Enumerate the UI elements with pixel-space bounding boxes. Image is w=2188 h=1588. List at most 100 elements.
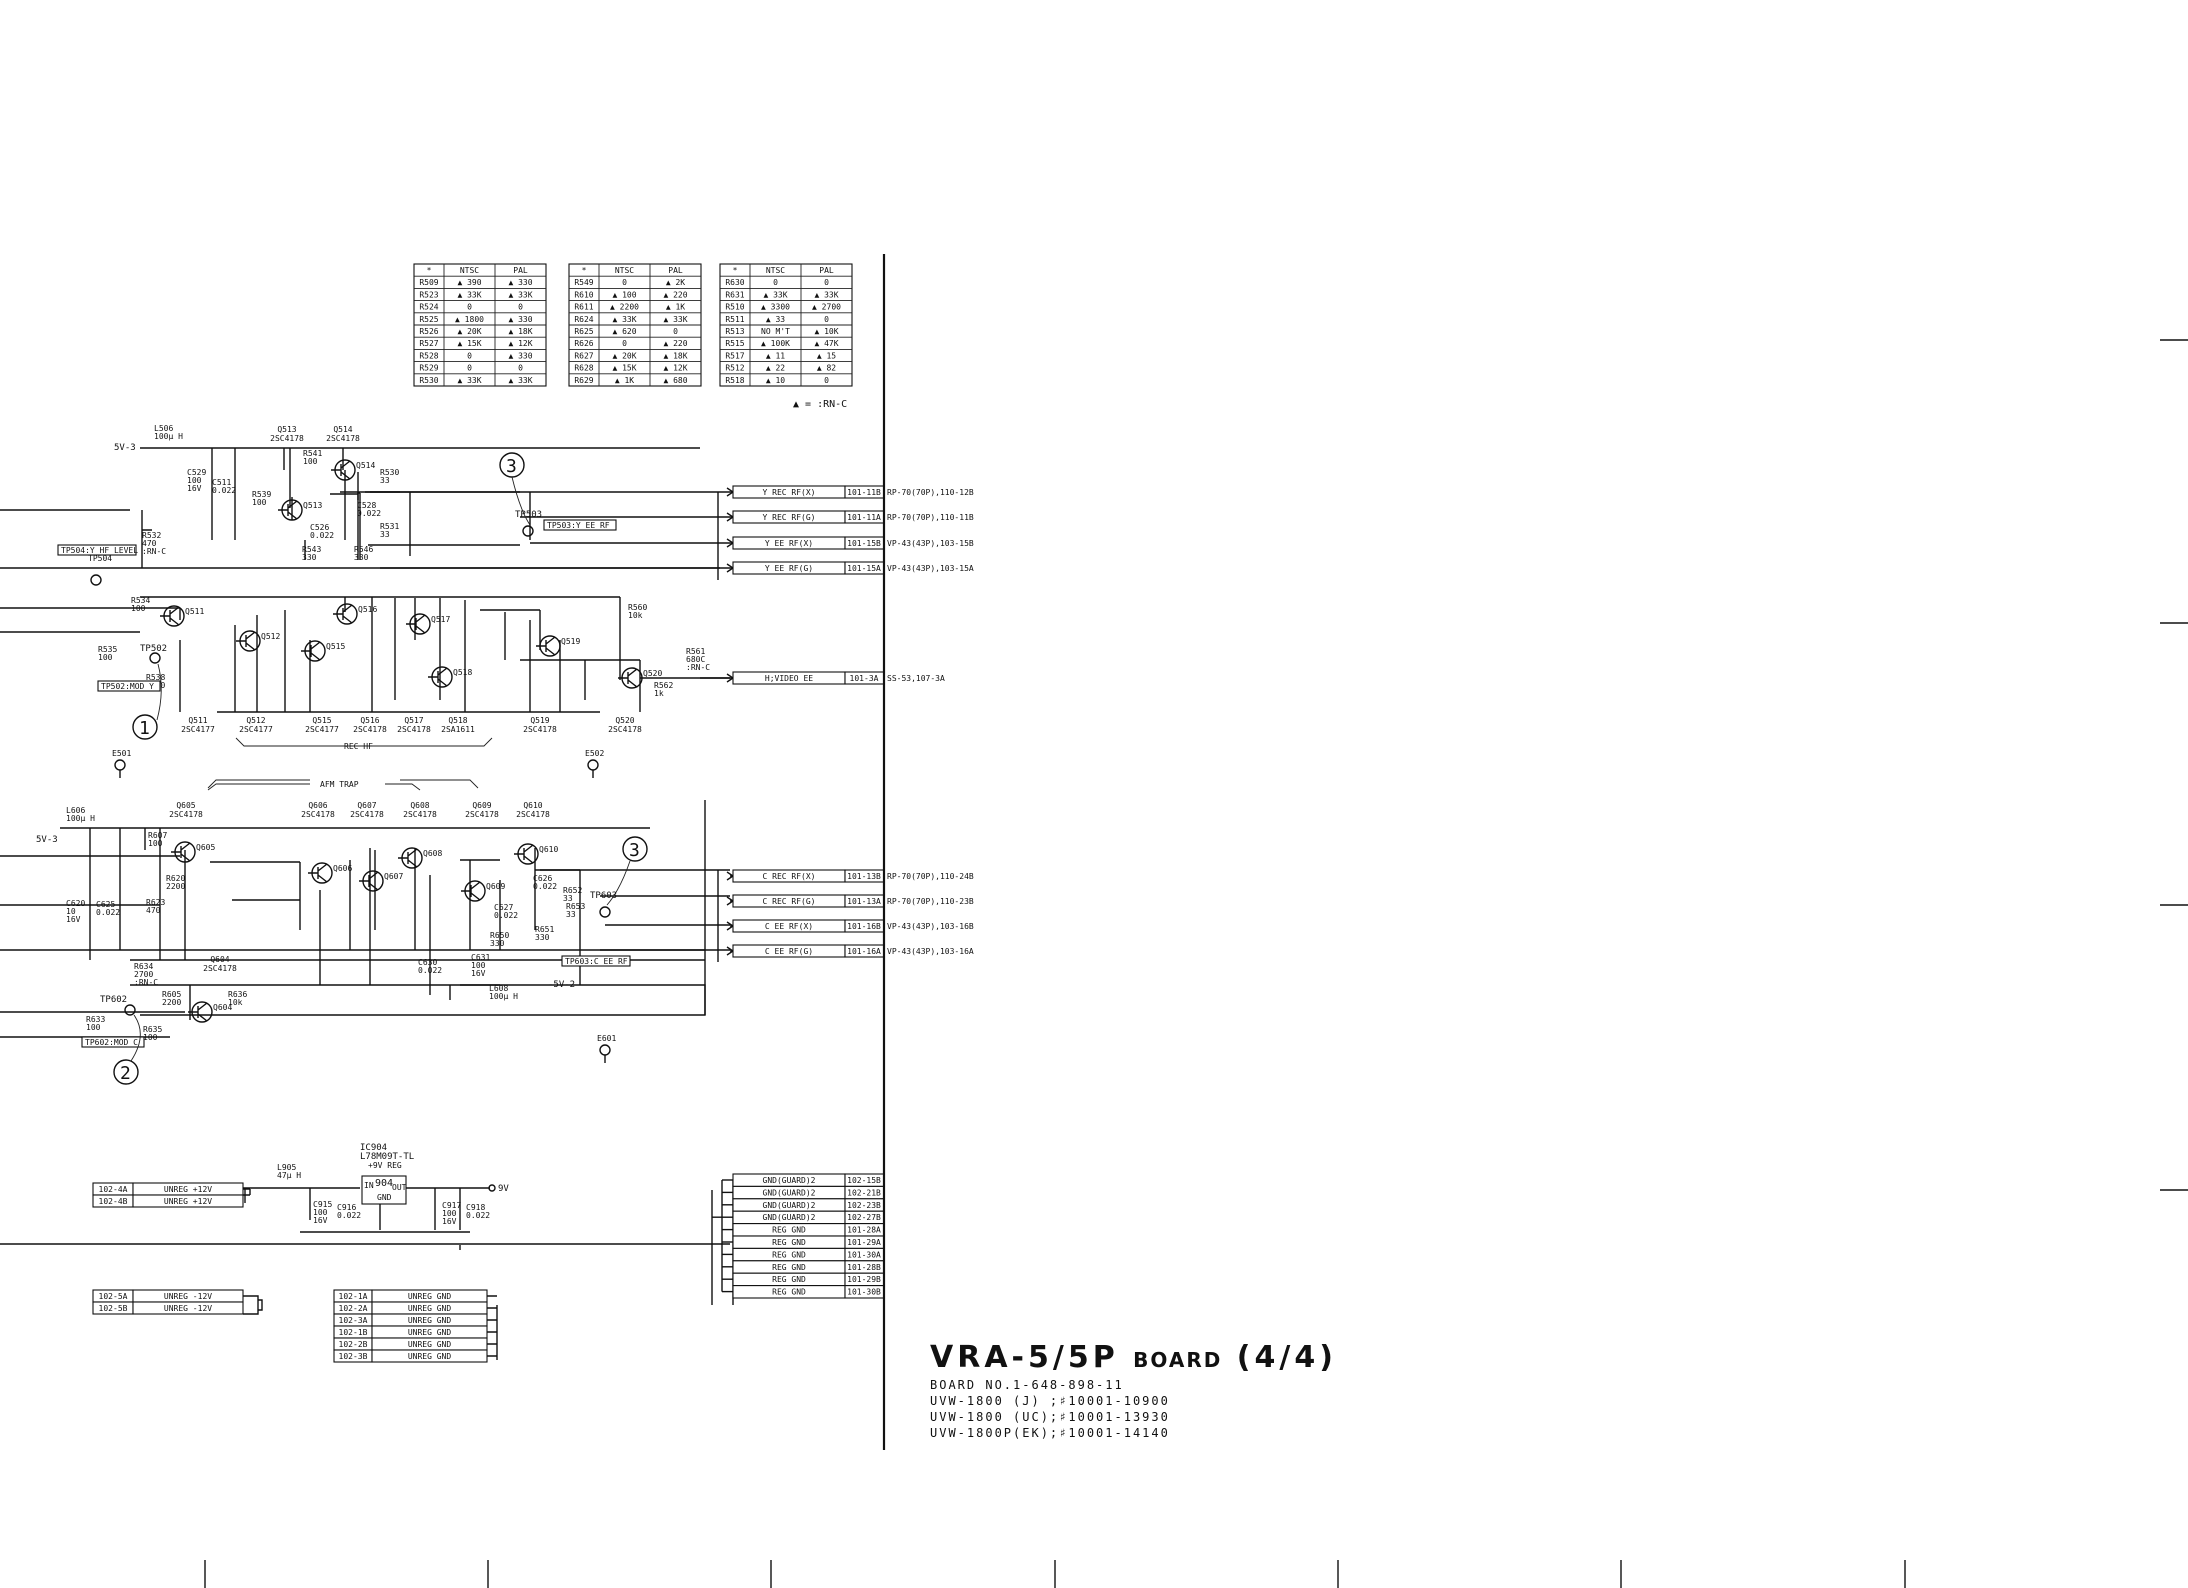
part-label-line: 0.022 — [96, 908, 120, 917]
transistor-ref: Q520 — [615, 716, 634, 725]
part-label-line: R546 — [354, 545, 373, 554]
power-pin: 102-4B — [99, 1197, 128, 1206]
part-label-line: C625 — [96, 900, 115, 909]
part-label-line: 100 — [313, 1208, 328, 1217]
part-label-line: 10 — [66, 907, 76, 916]
power-pin: 102-2A — [339, 1304, 368, 1313]
table-cell: ▲ 33K — [612, 315, 636, 324]
part-label-line: C526 — [310, 523, 329, 532]
transistor-part: 2SC4178 — [203, 964, 237, 973]
power-pin: 102-4A — [99, 1185, 128, 1194]
transistor-ref-tag: Q514 — [356, 461, 375, 470]
marker-3-upper: 3 — [506, 456, 517, 477]
part-label-line: R635 — [143, 1025, 162, 1034]
output-pin: 101-16A — [847, 947, 881, 956]
output-label: Y EE RF(G) — [765, 564, 813, 573]
output-destination: SS-53,107-3A — [887, 674, 945, 683]
part-label-line: 16V — [187, 484, 202, 493]
output-destination: VP-43(43P),103-15B — [887, 539, 974, 548]
output-pin: 101-13B — [847, 872, 881, 881]
part-label-line: L905 — [277, 1163, 296, 1172]
part-label-line: R634 — [134, 962, 153, 971]
output-pin: 101-15A — [847, 564, 881, 573]
transistor-ref: Q604 — [210, 955, 229, 964]
power-pin: 102-5A — [99, 1292, 128, 1301]
part-label-line: :RN-C — [134, 978, 158, 987]
transistor-ref: Q512 — [246, 716, 265, 725]
transistor-ref-tag: Q606 — [333, 864, 352, 873]
gnd-pin: 102-27B — [847, 1213, 881, 1222]
table-cell: ▲ 33K — [663, 315, 687, 324]
table-cell: 0 — [622, 278, 627, 287]
transistor-ref: Q518 — [448, 716, 467, 725]
output-pin: 101-13A — [847, 897, 881, 906]
part-label-line: C918 — [466, 1203, 485, 1212]
part-label-line: R633 — [86, 1015, 105, 1024]
transistor-ref: Q607 — [357, 801, 376, 810]
gnd-label: REG GND — [772, 1263, 806, 1272]
table-cell: ▲ 33K — [763, 290, 787, 299]
output-pin: 101-3A — [850, 674, 879, 683]
tp502-box-label: TP502:MOD Y — [101, 682, 154, 691]
transistor-part: 2SC4178 — [516, 810, 550, 819]
output-pin: 101-11B — [847, 488, 881, 497]
part-label-line: 330 — [354, 553, 369, 562]
table-cell: ▲ 2K — [666, 278, 685, 287]
gnd-label: REG GND — [772, 1238, 806, 1247]
output-pin: 101-16B — [847, 922, 881, 931]
table-cell: R624 — [574, 315, 593, 324]
part-label-line: R651 — [535, 925, 554, 934]
tp602-label: TP602 — [100, 995, 127, 1005]
transistor-ref-tag: Q516 — [358, 605, 377, 614]
part-label-line: R535 — [98, 645, 117, 654]
table-cell: ▲ 33 — [766, 315, 785, 324]
transistor-part: 2SC4178 — [465, 810, 499, 819]
table-cell: R549 — [574, 278, 593, 287]
gnd-label: GND(GUARD)2 — [763, 1201, 816, 1210]
table-cell: ▲ 220 — [663, 290, 687, 299]
table-cell: ▲ 390 — [457, 278, 481, 287]
part-label-line: C627 — [494, 903, 513, 912]
part-label-line: 470 — [146, 906, 161, 915]
serial-line-3: UVW-1800P(EK);♯10001-14140 — [930, 1426, 1170, 1440]
table-cell: ▲ 12K — [663, 364, 687, 373]
serial-line-2: UVW-1800 (UC);♯10001-13930 — [930, 1410, 1170, 1424]
output-label: Y REC RF(X) — [763, 488, 816, 497]
table-cell: ▲ 10K — [814, 327, 838, 336]
output-destination: VP-43(43P),103-16A — [887, 947, 974, 956]
table-cell: R628 — [574, 364, 593, 373]
transistor-ref-tag: Q607 — [384, 872, 403, 881]
table-cell: ▲ 1K — [666, 303, 685, 312]
table-cell: R512 — [725, 364, 744, 373]
table-cell: R527 — [419, 339, 438, 348]
power-pin: 102-1A — [339, 1292, 368, 1301]
part-label-line: 100μ H — [489, 992, 518, 1001]
part-label-line: 100μ H — [154, 432, 183, 441]
part-label-line: R532 — [142, 531, 161, 540]
output-pin: 101-15B — [847, 539, 881, 548]
table-cell: ▲ 33K — [508, 376, 532, 385]
part-label-line: 100 — [131, 604, 146, 613]
